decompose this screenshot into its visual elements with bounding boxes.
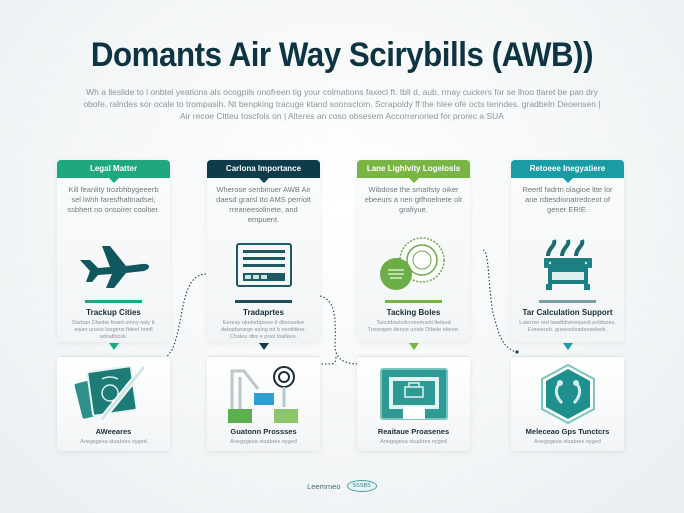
card-bottom: AWeeares Anegsgesa stuabres oyged (57, 356, 170, 451)
bottom-label: Guatonn Prossses (230, 427, 297, 436)
column-label: Trackup Cities (86, 308, 141, 317)
airplane-icon (73, 235, 154, 295)
card-bottom: Reaitaue Proasenes Anegsgesa stuabres oy… (357, 356, 470, 451)
card-top: Lane Lighlvity Logelosls Wibdose the sma… (357, 160, 470, 350)
seal-stamp-icon (373, 235, 454, 295)
column-description: Kill feanlity trozbhbygeeerb sel lwhh fa… (67, 185, 160, 214)
column-header: Lane Lighlvity Logelosls (357, 160, 470, 183)
card-top: Legal Matter Kill feanlity trozbhbygeeer… (57, 160, 170, 350)
column-label: Tradaprtes (243, 308, 284, 317)
footer-brand: Leemmeo (307, 481, 341, 491)
document-form-icon (223, 235, 304, 295)
bottom-small-text: Anegsgesa stuabres oyged (534, 439, 601, 445)
bottom-small-text: Anegsgesa stuabres oyged (230, 439, 297, 445)
column-small-text: Tsoctdowlvdcrveemseti lteleud Tnesogeo d… (367, 320, 460, 333)
hexagon-emblem-icon (527, 363, 608, 425)
divider (85, 300, 142, 303)
down-arrow-icon (408, 343, 419, 350)
page-subtitle: Wh a lleslide to l onbtel yeations als o… (83, 87, 601, 121)
heating-machine-icon (527, 235, 608, 295)
column-header: Legal Matter (57, 160, 170, 183)
column-description: Wibdose the smatfsty oiker ebeeurs a nen… (364, 185, 463, 214)
bottom-small-text: Anegsgesa stuabres oyged (380, 439, 447, 445)
column-description: Reertl fadrtn olagioe ltte lor ane rdtes… (522, 185, 613, 214)
documents-pen-icon (73, 363, 154, 425)
down-arrow-icon (108, 343, 119, 350)
divider (385, 300, 442, 303)
column-label: Tacking Boles (386, 308, 441, 317)
card-bottom: Meleceao Gps Tunctcrs Anegsgesa stuabres… (511, 356, 624, 451)
column-small-text: Loterosr ord lwadtdrenequedi enldsoes. E… (519, 320, 616, 333)
footer: Leemmeo SSSBS (0, 480, 684, 492)
bottom-label: AWeeares (95, 427, 132, 436)
bottom-label: Meleceao Gps Tunctcrs (525, 427, 610, 436)
divider (539, 300, 596, 303)
column-header: Retoeee Inegyatiere (511, 160, 624, 183)
page-title: Domants Air Way Scirybills (AWB)) (90, 36, 594, 74)
card-top: Carlona Importance Wherose senbinuer AWB… (207, 160, 320, 350)
down-arrow-icon (562, 343, 573, 350)
customs-flow-icon (223, 363, 304, 425)
down-arrow-icon (258, 343, 269, 350)
bottom-small-text: Anegsgesa stuabres oyged (80, 439, 147, 445)
divider (235, 300, 292, 303)
column-header: Carlona Importance (207, 160, 320, 183)
bottom-label: Reaitaue Proasenes (377, 427, 450, 436)
card-top: Retoeee Inegyatiere Reertl fadrtn olagio… (511, 160, 624, 350)
column-label: Tar Calculation Support (522, 308, 613, 317)
monitor-package-icon (373, 363, 454, 425)
footer-badge-icon: SSSBS (346, 480, 377, 492)
card-bottom: Guatonn Prossses Anegsgesa stuabres oyge… (207, 356, 320, 451)
column-small-text: Eereay ukebebpsew d ditenaslee debadsear… (220, 320, 306, 340)
column-small-text: Darban Dlanbe fwant oinny oaly b ewan un… (72, 320, 155, 340)
column-description: Wherose senbinuer AWB Air daesd grarsl t… (216, 185, 311, 224)
